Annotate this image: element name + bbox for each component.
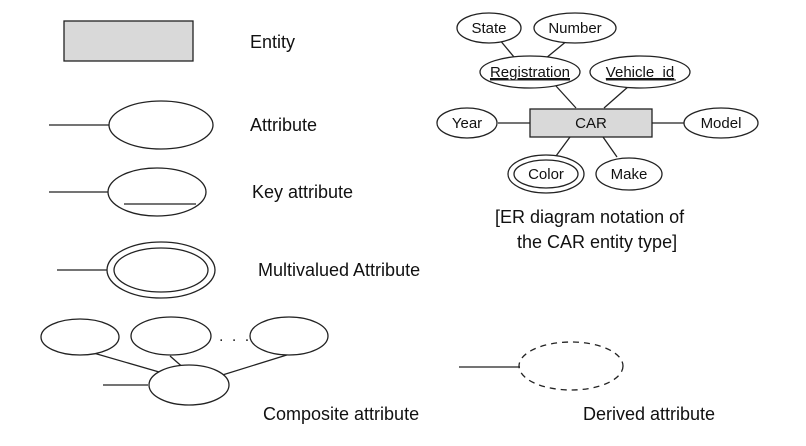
model-attribute bbox=[683, 107, 759, 139]
composite-link-left bbox=[89, 351, 167, 375]
number-attribute bbox=[533, 12, 617, 44]
state-attribute bbox=[456, 12, 522, 44]
color-attribute-inner bbox=[513, 159, 579, 189]
model-label: Model bbox=[701, 115, 742, 132]
line-vehicleid-car bbox=[603, 85, 630, 109]
car-caption-line-1: [ER diagram notation of bbox=[495, 207, 685, 227]
entity-label: Entity bbox=[250, 32, 295, 52]
composite-sub-attribute-1 bbox=[40, 318, 120, 356]
composite-attribute-label: Composite attribute bbox=[263, 404, 419, 424]
year-attribute bbox=[436, 107, 498, 139]
car-caption-line-2: the CAR entity type] bbox=[517, 232, 677, 252]
multivalued-attribute-label: Multivalued Attribute bbox=[258, 260, 420, 280]
attribute-symbol bbox=[108, 100, 214, 150]
composite-ellipsis: . . . bbox=[219, 328, 251, 345]
derived-attribute-symbol bbox=[518, 341, 624, 391]
car-entity bbox=[529, 108, 653, 138]
state-label: State bbox=[471, 20, 506, 37]
line-color-car bbox=[555, 136, 571, 157]
entity-symbol bbox=[63, 20, 194, 62]
key-attribute-label: Key attribute bbox=[252, 182, 353, 202]
line-make-car bbox=[602, 136, 618, 158]
registration-label: Registration bbox=[490, 64, 570, 81]
key-attribute-symbol bbox=[107, 167, 207, 217]
color-label: Color bbox=[528, 166, 564, 183]
make-attribute bbox=[595, 157, 663, 191]
derived-attribute-label: Derived attribute bbox=[583, 404, 715, 424]
make-label: Make bbox=[611, 166, 648, 183]
line-registration-car bbox=[555, 85, 577, 109]
composite-parent-attribute bbox=[148, 364, 230, 406]
year-label: Year bbox=[452, 115, 482, 132]
car-entity-label: CAR bbox=[575, 115, 607, 132]
multivalued-inner-ellipse bbox=[113, 247, 209, 293]
composite-sub-attribute-3 bbox=[249, 316, 329, 356]
number-label: Number bbox=[548, 20, 601, 37]
composite-sub-attribute-2 bbox=[130, 316, 212, 356]
vehicle-id-label: Vehicle_id bbox=[606, 64, 674, 81]
composite-link-right bbox=[215, 353, 291, 378]
attribute-label: Attribute bbox=[250, 115, 317, 135]
